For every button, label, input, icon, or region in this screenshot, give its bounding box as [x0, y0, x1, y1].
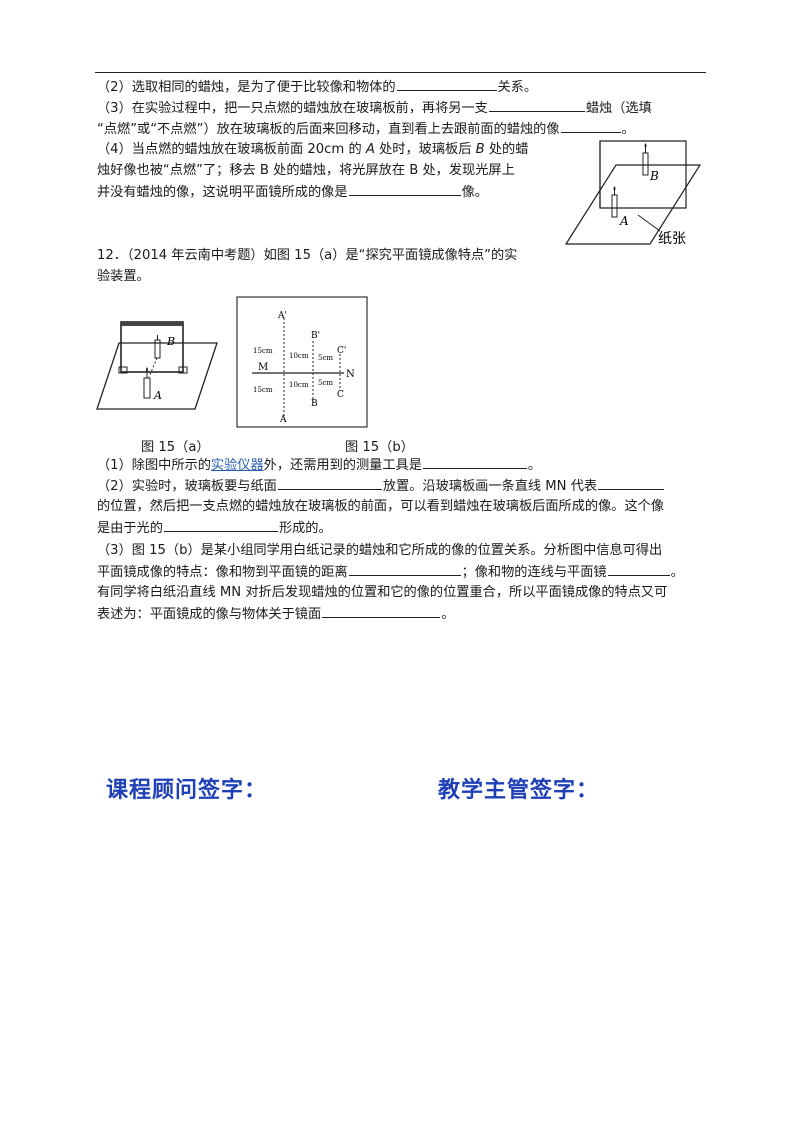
figure-15b: A' A B' B C' C M N 15cm 15cm 10cm 10cm 5… — [236, 296, 368, 428]
distance-5cm-top: 5cm — [318, 354, 333, 362]
signature-teaching-supervisor: 教学主管签字： — [438, 778, 600, 803]
answer-blank[interactable] — [607, 562, 670, 576]
signature-course-advisor: 课程顾问签字： — [106, 778, 268, 803]
answer-blank[interactable] — [598, 476, 665, 490]
q11-part4-line2: 烛好像也被“点燃”了；移去 B 处的蜡烛，将光屏放在 B 处，发现光屏上 — [97, 163, 515, 178]
paper-label: 纸张 — [658, 231, 686, 247]
q12-part2-line3: 是由于光的形成的。 — [97, 518, 332, 540]
answer-blank[interactable] — [348, 562, 461, 576]
q12-part3-line1: （3）图 15（b）是某小组同学用白纸记录的蜡烛和它所成的像的位置关系。分析图中… — [97, 543, 663, 558]
label-b: B — [311, 399, 318, 409]
q12-part3-line3: 有同学将白纸沿直线 MN 对折后发现蜡烛的位置和它的像的位置重合，所以平面镜成像… — [97, 585, 668, 600]
q11-part4-line3: 并没有蜡烛的像，这说明平面镜所成的像是像。 — [97, 182, 488, 204]
q12-part2-line2: 的位置，然后把一支点燃的蜡烛放在玻璃板的前面，可以看到蜡烛在玻璃板后面所成的像。… — [97, 499, 665, 514]
distance-15cm-bottom: 15cm — [253, 386, 273, 394]
q12-intro-line1: 12．（2014 年云南中考题）如图 15（a）是“探究平面镜成像特点”的实 — [97, 248, 518, 263]
label-b: B — [166, 335, 175, 348]
label-m: M — [258, 362, 268, 373]
q12-part1: （1）除图中所示的实验仪器外，还需用到的测量工具是。 — [97, 455, 541, 477]
answer-blank[interactable] — [422, 455, 527, 469]
q11-part2: （2）选取相同的蜡烛，是为了便于比较像和物体的关系。 — [97, 77, 537, 99]
answer-blank[interactable] — [488, 98, 585, 112]
answer-blank[interactable] — [396, 77, 497, 91]
q11-part3-line1: （3）在实验过程中，把一只点燃的蜡烛放在玻璃板前，再将另一支蜡烛（选填 — [97, 98, 652, 120]
distance-15cm-top: 15cm — [253, 347, 273, 355]
distance-10cm-bottom: 10cm — [289, 381, 309, 389]
q11-part4-line1: （4）当点燃的蜡烛放在玻璃板前面 20cm 的 A 处时，玻璃板后 B 处的蜡 — [97, 142, 529, 157]
caption-15b: 图 15（b） — [345, 440, 414, 455]
q12-intro-line2: 验装置。 — [97, 269, 150, 284]
answer-blank[interactable] — [322, 604, 441, 618]
q11-figure-glass-plate: B A 纸张 — [564, 140, 702, 247]
answer-blank[interactable] — [277, 476, 382, 490]
answer-blank[interactable] — [348, 182, 461, 196]
label-a: A — [619, 214, 629, 228]
q12-part3-line2: 平面镜成像的特点：像和物到平面镜的距离；像和物的连线与平面镜。 — [97, 562, 684, 584]
label-a-prime: A' — [277, 311, 287, 321]
figure-15a: B A — [96, 321, 218, 410]
label-b-prime: B' — [311, 331, 320, 341]
header-rule — [95, 72, 706, 73]
distance-10cm-top: 10cm — [289, 352, 309, 360]
label-c-prime: C' — [337, 346, 346, 356]
label-a: A — [153, 389, 162, 402]
label-c: C — [337, 390, 344, 400]
q12-part2-line1: （2）实验时，玻璃板要与纸面放置。沿玻璃板画一条直线 MN 代表 — [97, 476, 665, 498]
label-b: B — [649, 169, 659, 183]
label-a: A — [279, 415, 287, 425]
q12-part3-line4: 表述为：平面镜成的像与物体关于镜面。 — [97, 604, 454, 626]
link-lab-equipment[interactable]: 实验仪器 — [210, 458, 264, 473]
caption-15a: 图 15（a） — [141, 440, 210, 455]
label-n: N — [346, 369, 355, 380]
distance-5cm-bottom: 5cm — [318, 379, 333, 387]
q11-part3-line2: “点燃”或“不点燃”）放在玻璃板的后面来回移动，直到看上去跟前面的蜡烛的像。 — [97, 119, 635, 141]
answer-blank[interactable] — [560, 119, 621, 133]
answer-blank[interactable] — [163, 518, 278, 532]
